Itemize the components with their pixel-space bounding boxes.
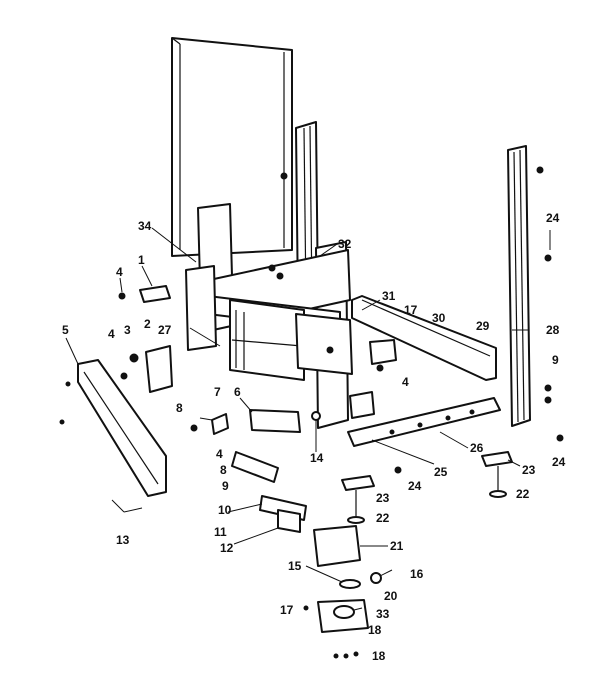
callout-9: 9 [222, 479, 229, 493]
callout-8: 8 [220, 463, 227, 477]
callout-31: 31 [382, 289, 396, 303]
left-side-rail [59, 359, 167, 497]
callout-14: 14 [310, 451, 324, 465]
callout-4: 4 [216, 447, 223, 461]
callout-33: 33 [376, 607, 390, 621]
callout-18: 18 [372, 649, 386, 663]
motor-mount [303, 525, 382, 659]
callout-28: 28 [546, 323, 560, 337]
callout-23: 23 [522, 463, 536, 477]
callout-11: 11 [214, 525, 227, 539]
callout-15: 15 [288, 559, 302, 573]
small-parts [118, 254, 564, 533]
callout-2: 2 [144, 317, 151, 331]
callout-17: 17 [280, 603, 294, 617]
callout-24: 24 [408, 479, 422, 493]
callout-labels: 34 32 24 4 1 31 17 30 29 28 4 3 2 27 5 9… [62, 211, 566, 663]
main-frame [185, 203, 353, 429]
callout-17: 17 [404, 303, 418, 317]
callout-25: 25 [434, 465, 448, 479]
callout-20: 20 [384, 589, 398, 603]
callout-3: 3 [124, 323, 131, 337]
callout-27: 27 [158, 323, 172, 337]
callout-13: 13 [116, 533, 130, 547]
callout-24: 24 [546, 211, 560, 225]
callout-16: 16 [410, 567, 424, 581]
callout-18: 18 [368, 623, 382, 637]
right-vertical-rail [507, 145, 544, 427]
callout-34: 34 [138, 219, 152, 233]
callout-6: 6 [234, 385, 241, 399]
callout-10: 10 [218, 503, 232, 517]
callout-9: 9 [552, 353, 559, 367]
callout-32: 32 [338, 237, 352, 251]
callout-23: 23 [376, 491, 390, 505]
callout-8: 8 [176, 401, 183, 415]
callout-26: 26 [470, 441, 484, 455]
callout-24: 24 [552, 455, 566, 469]
leveling-feet [341, 451, 513, 524]
callout-1: 1 [138, 253, 145, 267]
callout-22: 22 [376, 511, 390, 525]
callout-21: 21 [390, 539, 404, 553]
right-cross-bar [351, 295, 497, 381]
callout-4: 4 [108, 327, 115, 341]
callout-5: 5 [62, 323, 69, 337]
callout-22: 22 [516, 487, 530, 501]
callout-29: 29 [476, 319, 490, 333]
callout-7: 7 [214, 385, 221, 399]
base-rail [347, 391, 501, 447]
callout-30: 30 [432, 311, 446, 325]
callout-12: 12 [220, 541, 234, 555]
callout-4: 4 [402, 375, 409, 389]
leader-lines [65, 227, 551, 611]
back-panel [171, 37, 293, 257]
callout-4: 4 [116, 265, 123, 279]
